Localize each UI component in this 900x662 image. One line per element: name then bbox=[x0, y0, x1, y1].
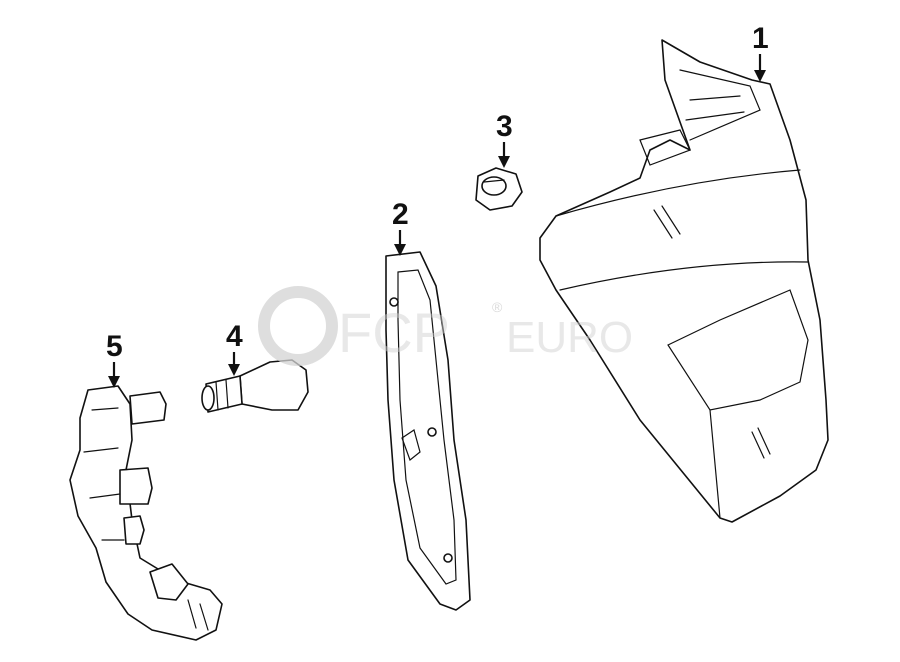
callout-1-arrowhead bbox=[754, 70, 766, 82]
callout-4-label: 4 bbox=[226, 320, 243, 353]
watermark-suffix: EURO bbox=[506, 313, 633, 362]
part-3-nut bbox=[475, 167, 523, 211]
part-2-gasket bbox=[385, 251, 471, 611]
callout-2-arrowhead bbox=[394, 244, 406, 256]
watermark-registered-mark: ® bbox=[492, 299, 503, 315]
callout-3: 3 bbox=[496, 110, 513, 168]
callout-5-arrowhead bbox=[108, 376, 120, 388]
part-1-tail-lamp bbox=[539, 39, 829, 523]
callout-3-label: 3 bbox=[496, 110, 513, 143]
callout-3-arrowhead bbox=[498, 156, 510, 168]
callout-4: 4 bbox=[226, 320, 243, 376]
callout-4-arrowhead bbox=[228, 364, 240, 376]
callout-2-label: 2 bbox=[392, 198, 409, 231]
callout-5: 5 bbox=[106, 330, 123, 388]
part-4-bulb bbox=[201, 359, 309, 413]
part-5-socket-plate bbox=[69, 385, 223, 641]
callout-1: 1 bbox=[752, 22, 769, 82]
callout-1-label: 1 bbox=[752, 22, 769, 55]
watermark: FCP ® EURO bbox=[258, 286, 633, 366]
callout-2: 2 bbox=[392, 198, 409, 256]
callout-5-label: 5 bbox=[106, 330, 123, 363]
watermark-brand: FCP bbox=[338, 301, 450, 364]
watermark-logo-icon bbox=[258, 286, 338, 366]
